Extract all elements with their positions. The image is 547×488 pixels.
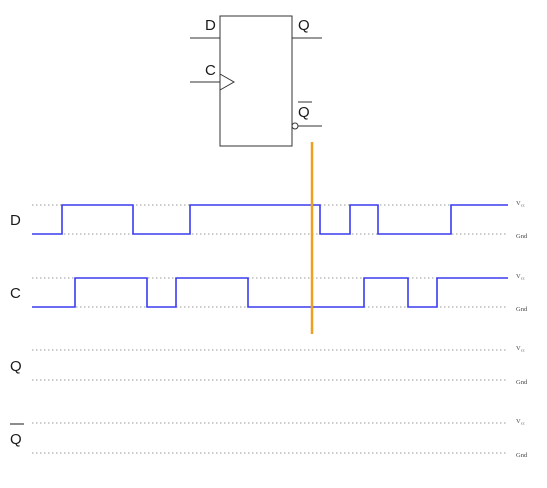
row-q-gnd-label: Gnd <box>516 379 528 386</box>
row-q-label: Q <box>10 358 22 375</box>
row-d-vcc-label: Vcc <box>516 200 525 208</box>
d-signal-waveform <box>32 204 508 235</box>
row-q-vcc-label: Vcc <box>516 345 525 353</box>
row-qbar-label: Q <box>10 431 22 448</box>
clock-signal-waveform <box>32 277 508 308</box>
row-d-label: D <box>10 212 21 229</box>
pin-q-label: Q <box>298 17 310 34</box>
reference-gridlines <box>32 204 508 454</box>
row-d-rail-labels: Vcc Gnd <box>516 200 528 240</box>
row-c-label: C <box>10 285 21 302</box>
row-qbar-gnd-label: Gnd <box>516 452 528 459</box>
inversion-bubble <box>291 122 299 130</box>
pin-qbar-label: Q <box>298 104 310 121</box>
d-flip-flop-symbol <box>190 15 322 147</box>
flip-flop-body <box>219 15 293 147</box>
row-qbar-rail-labels: Vcc Gnd <box>516 418 528 459</box>
pin-d-label: D <box>205 17 216 34</box>
pin-c-label: C <box>205 62 216 79</box>
row-c-gnd-label: Gnd <box>516 306 528 313</box>
clock-edge-triangle <box>219 73 236 91</box>
row-d-gnd-label: Gnd <box>516 233 528 240</box>
row-q-rail-labels: Vcc Gnd <box>516 345 528 386</box>
row-c-vcc-label: Vcc <box>516 273 525 281</box>
row-qbar-vcc-label: Vcc <box>516 418 525 426</box>
row-c-rail-labels: Vcc Gnd <box>516 273 528 313</box>
